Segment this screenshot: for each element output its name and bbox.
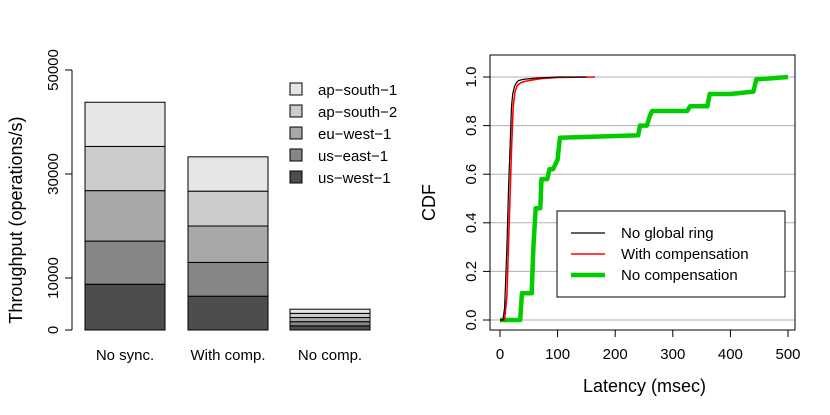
cdf-y-tick-label: 0.8 xyxy=(463,115,480,136)
bar-segment xyxy=(84,101,166,147)
bar-segment xyxy=(187,225,269,263)
cdf-plot-box xyxy=(489,54,796,331)
bar-legend-swatch xyxy=(289,170,303,184)
cdf-x-tick-label: 500 xyxy=(775,346,800,363)
bar-category-label: No sync. xyxy=(96,347,154,364)
bar-category-label: No comp. xyxy=(298,347,362,364)
bar-legend-label: eu−west−1 xyxy=(318,126,391,143)
bar-legend-label: us−east−1 xyxy=(318,148,388,165)
bar-segment xyxy=(289,325,371,331)
bar-y-tick-label: 0 xyxy=(45,326,62,334)
cdf-legend-label: No global ring xyxy=(621,225,714,242)
bar-segment xyxy=(187,261,269,297)
bar-category-label: With comp. xyxy=(190,347,265,364)
cdf-x-tick-label: 400 xyxy=(718,346,743,363)
cdf-legend-box xyxy=(556,210,786,298)
cdf-x-tick-label: 0 xyxy=(496,346,504,363)
cdf-x-tick-label: 300 xyxy=(660,346,685,363)
bar-y-axis-label: Throughput (operations/s) xyxy=(6,116,26,323)
bar-segment xyxy=(84,190,166,242)
cdf-y-tick-label: 1.0 xyxy=(463,67,480,88)
bar-y-tick-label: 30000 xyxy=(45,153,62,195)
cdf-series-line xyxy=(500,76,587,321)
cdf-series-line xyxy=(500,76,596,321)
cdf-legend-label: With compensation xyxy=(621,246,749,263)
cdf-legend-label: No compensation xyxy=(621,267,738,284)
bar-segment xyxy=(187,190,269,227)
bar-segment xyxy=(289,317,371,323)
bar-legend-swatch xyxy=(289,104,303,118)
cdf-y-axis-label: CDF xyxy=(419,184,439,221)
bar-segment xyxy=(187,295,269,331)
cdf-x-axis-label: Latency (msec) xyxy=(583,376,706,396)
cdf-y-tick-label: 0.6 xyxy=(463,164,480,185)
bar-legend-label: ap−south−2 xyxy=(318,104,397,121)
bar-legend-swatch xyxy=(289,148,303,162)
bar-segment xyxy=(84,283,166,331)
bar-legend-label: us−west−1 xyxy=(318,170,391,187)
bar-y-tick-label: 50000 xyxy=(45,49,62,91)
bar-segment xyxy=(289,312,371,319)
bar-segment xyxy=(289,308,371,314)
bar-legend-label: ap−south−1 xyxy=(318,82,397,99)
bar-segment xyxy=(84,145,166,192)
cdf-x-tick-label: 100 xyxy=(545,346,570,363)
cdf-x-tick-label: 200 xyxy=(603,346,628,363)
cdf-y-tick-label: 0.2 xyxy=(463,261,480,282)
cdf-series-line xyxy=(500,74,789,323)
bar-legend-swatch xyxy=(289,126,303,140)
cdf-y-tick-label: 0.0 xyxy=(463,310,480,331)
bar-segment xyxy=(84,240,166,285)
bar-y-tick-label: 10000 xyxy=(45,257,62,299)
bar-legend-swatch xyxy=(289,82,303,96)
bar-segment xyxy=(289,321,371,327)
cdf-y-tick-label: 0.4 xyxy=(463,212,480,233)
bar-segment xyxy=(187,156,269,192)
